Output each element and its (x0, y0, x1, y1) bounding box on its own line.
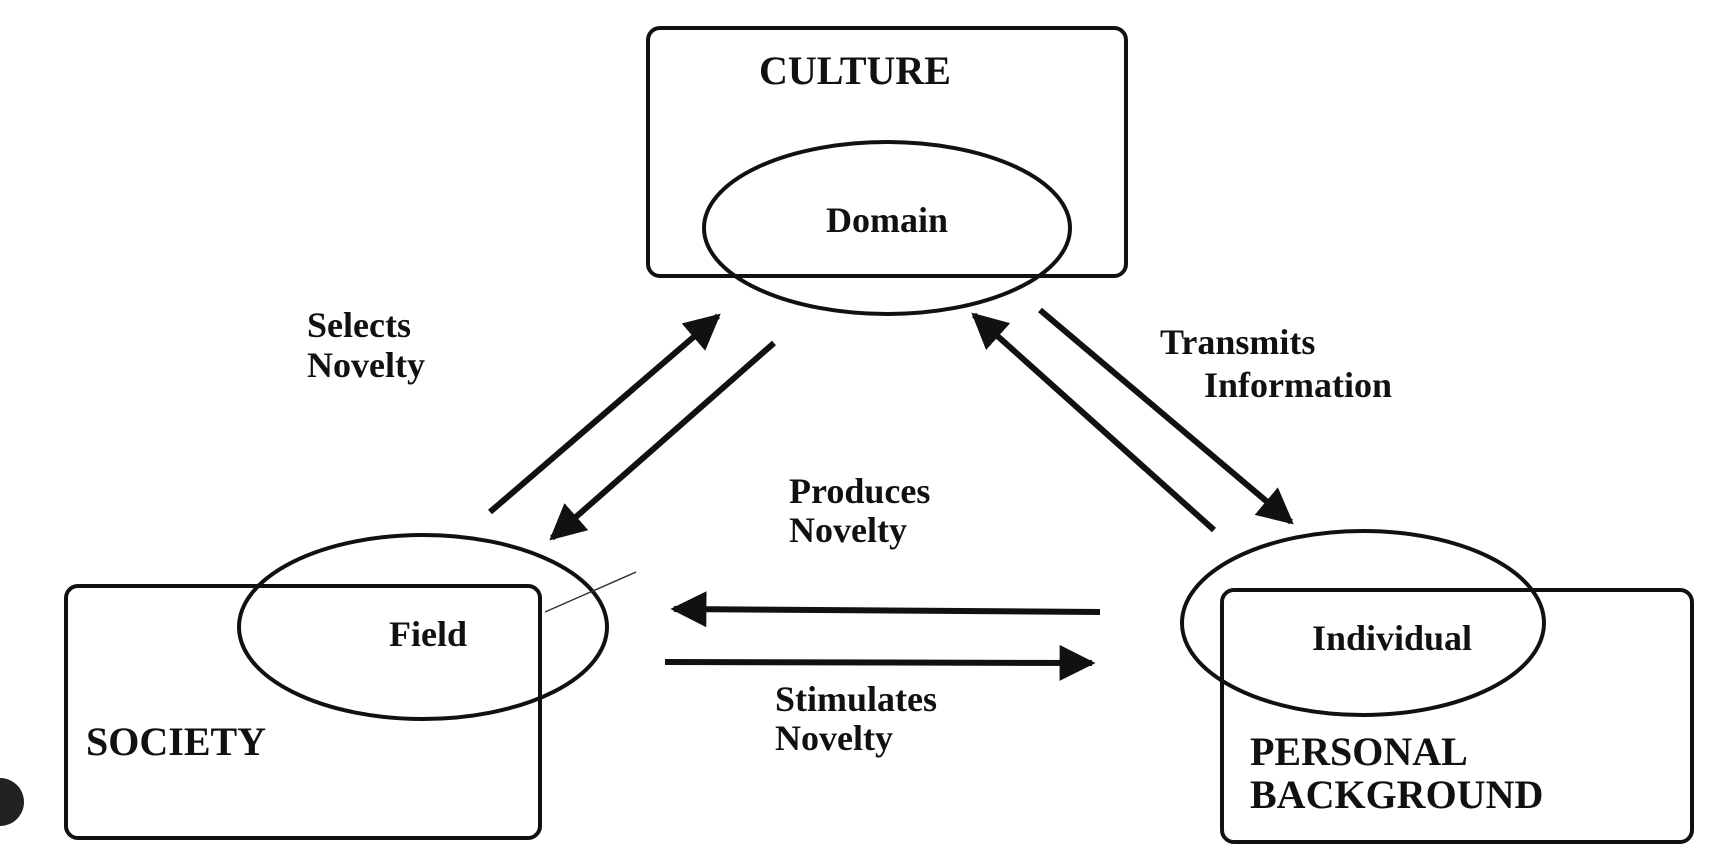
individual-label: Individual (1312, 618, 1472, 658)
domain-label: Domain (826, 200, 948, 240)
produces-line1: Produces (789, 471, 930, 511)
arrow-field-to-individual (664, 644, 1096, 681)
society-box (64, 584, 542, 840)
individual-ellipse (1180, 529, 1546, 717)
arrow-individual-to-domain (971, 312, 1217, 533)
arrow-field-to-domain (488, 313, 721, 515)
culture-box (646, 26, 1128, 278)
background-label: BACKGROUND (1250, 772, 1543, 817)
selects-line1: Selects (307, 305, 411, 345)
society-culture-arrows (488, 313, 776, 541)
field-tick-mark (544, 571, 637, 613)
edge-label-selects: Selects Novelty (307, 305, 425, 385)
arrow-individual-to-field (670, 591, 1101, 628)
edge-label-stimulates: Stimulates Novelty (775, 679, 937, 758)
edge-label-transmits: Transmits Information (1160, 322, 1392, 405)
society-node: Field SOCIETY (64, 533, 637, 840)
arrow-domain-to-individual (1038, 307, 1294, 525)
personal-background-node: Individual PERSONAL BACKGROUND (1180, 529, 1694, 844)
culture-node: CULTURE Domain (646, 26, 1128, 316)
society-label: SOCIETY (86, 719, 266, 764)
dark-circle-icon (0, 778, 24, 826)
personal-background-box (1220, 588, 1694, 844)
culture-label: CULTURE (759, 48, 951, 93)
field-ellipse (237, 533, 609, 721)
arrow-domain-to-field (549, 340, 776, 541)
transmits-line2: Information (1204, 365, 1392, 405)
produces-line2: Novelty (789, 510, 907, 550)
personal-society-arrows (664, 591, 1101, 681)
personal-label: PERSONAL (1250, 729, 1468, 774)
culture-personal-arrows (971, 307, 1294, 533)
selects-line2: Novelty (307, 345, 425, 385)
field-label: Field (389, 614, 467, 654)
domain-ellipse (702, 140, 1072, 316)
edge-label-produces: Produces Novelty (789, 471, 930, 550)
stimulates-line2: Novelty (775, 718, 893, 758)
stimulates-line1: Stimulates (775, 679, 937, 719)
transmits-line1: Transmits (1160, 322, 1315, 362)
